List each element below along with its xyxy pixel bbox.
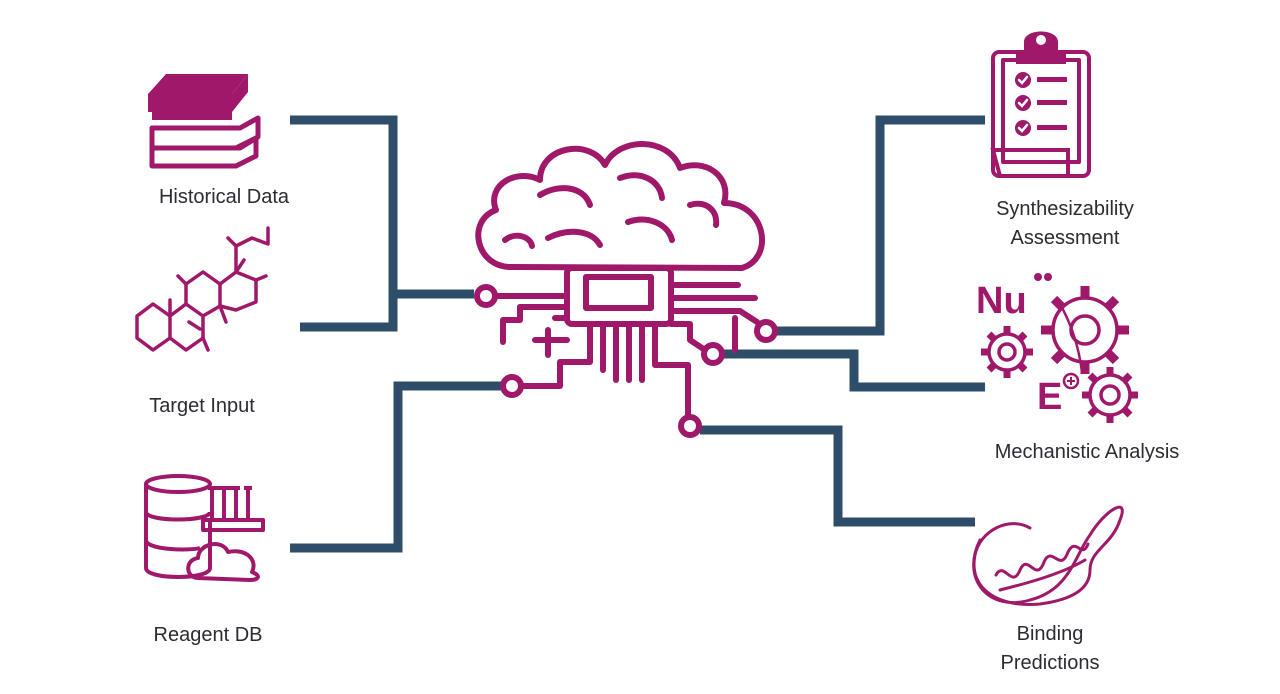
connector-synth bbox=[775, 115, 985, 336]
label-synthesizability: Synthesizability Assessment bbox=[965, 195, 1165, 253]
connector-lines bbox=[290, 115, 985, 553]
database-cloud-icon bbox=[144, 474, 265, 582]
books-icon bbox=[148, 74, 261, 169]
nucleophile-glyph: Nu bbox=[976, 280, 1027, 322]
connector-reagent bbox=[290, 381, 502, 553]
label-binding-line2: Predictions bbox=[1000, 652, 1100, 674]
connector-historical bbox=[290, 115, 398, 332]
label-synth-line1: Synthesizability bbox=[996, 198, 1134, 220]
ai-brain-cloud-chip-icon bbox=[474, 141, 778, 438]
gears-icon bbox=[981, 286, 1138, 423]
label-mechanistic-analysis: Mechanistic Analysis bbox=[994, 441, 1180, 463]
label-historical-data: Historical Data bbox=[158, 186, 290, 208]
lone-pair-dots bbox=[1034, 273, 1052, 281]
label-binding-predictions: Binding Predictions bbox=[970, 620, 1130, 678]
label-target-input: Target Input bbox=[149, 395, 255, 417]
label-reagent-db: Reagent DB bbox=[153, 624, 263, 646]
connector-mech bbox=[722, 349, 985, 392]
label-binding-line1: Binding bbox=[1016, 623, 1084, 645]
label-synth-line2: Assessment bbox=[1010, 227, 1120, 249]
connector-binding bbox=[700, 425, 975, 527]
molecule-structure-icon bbox=[135, 226, 270, 352]
clipboard-checklist-icon bbox=[990, 31, 1091, 178]
electrophile-glyph: E bbox=[1037, 376, 1063, 418]
protein-helix-icon bbox=[972, 505, 1124, 607]
